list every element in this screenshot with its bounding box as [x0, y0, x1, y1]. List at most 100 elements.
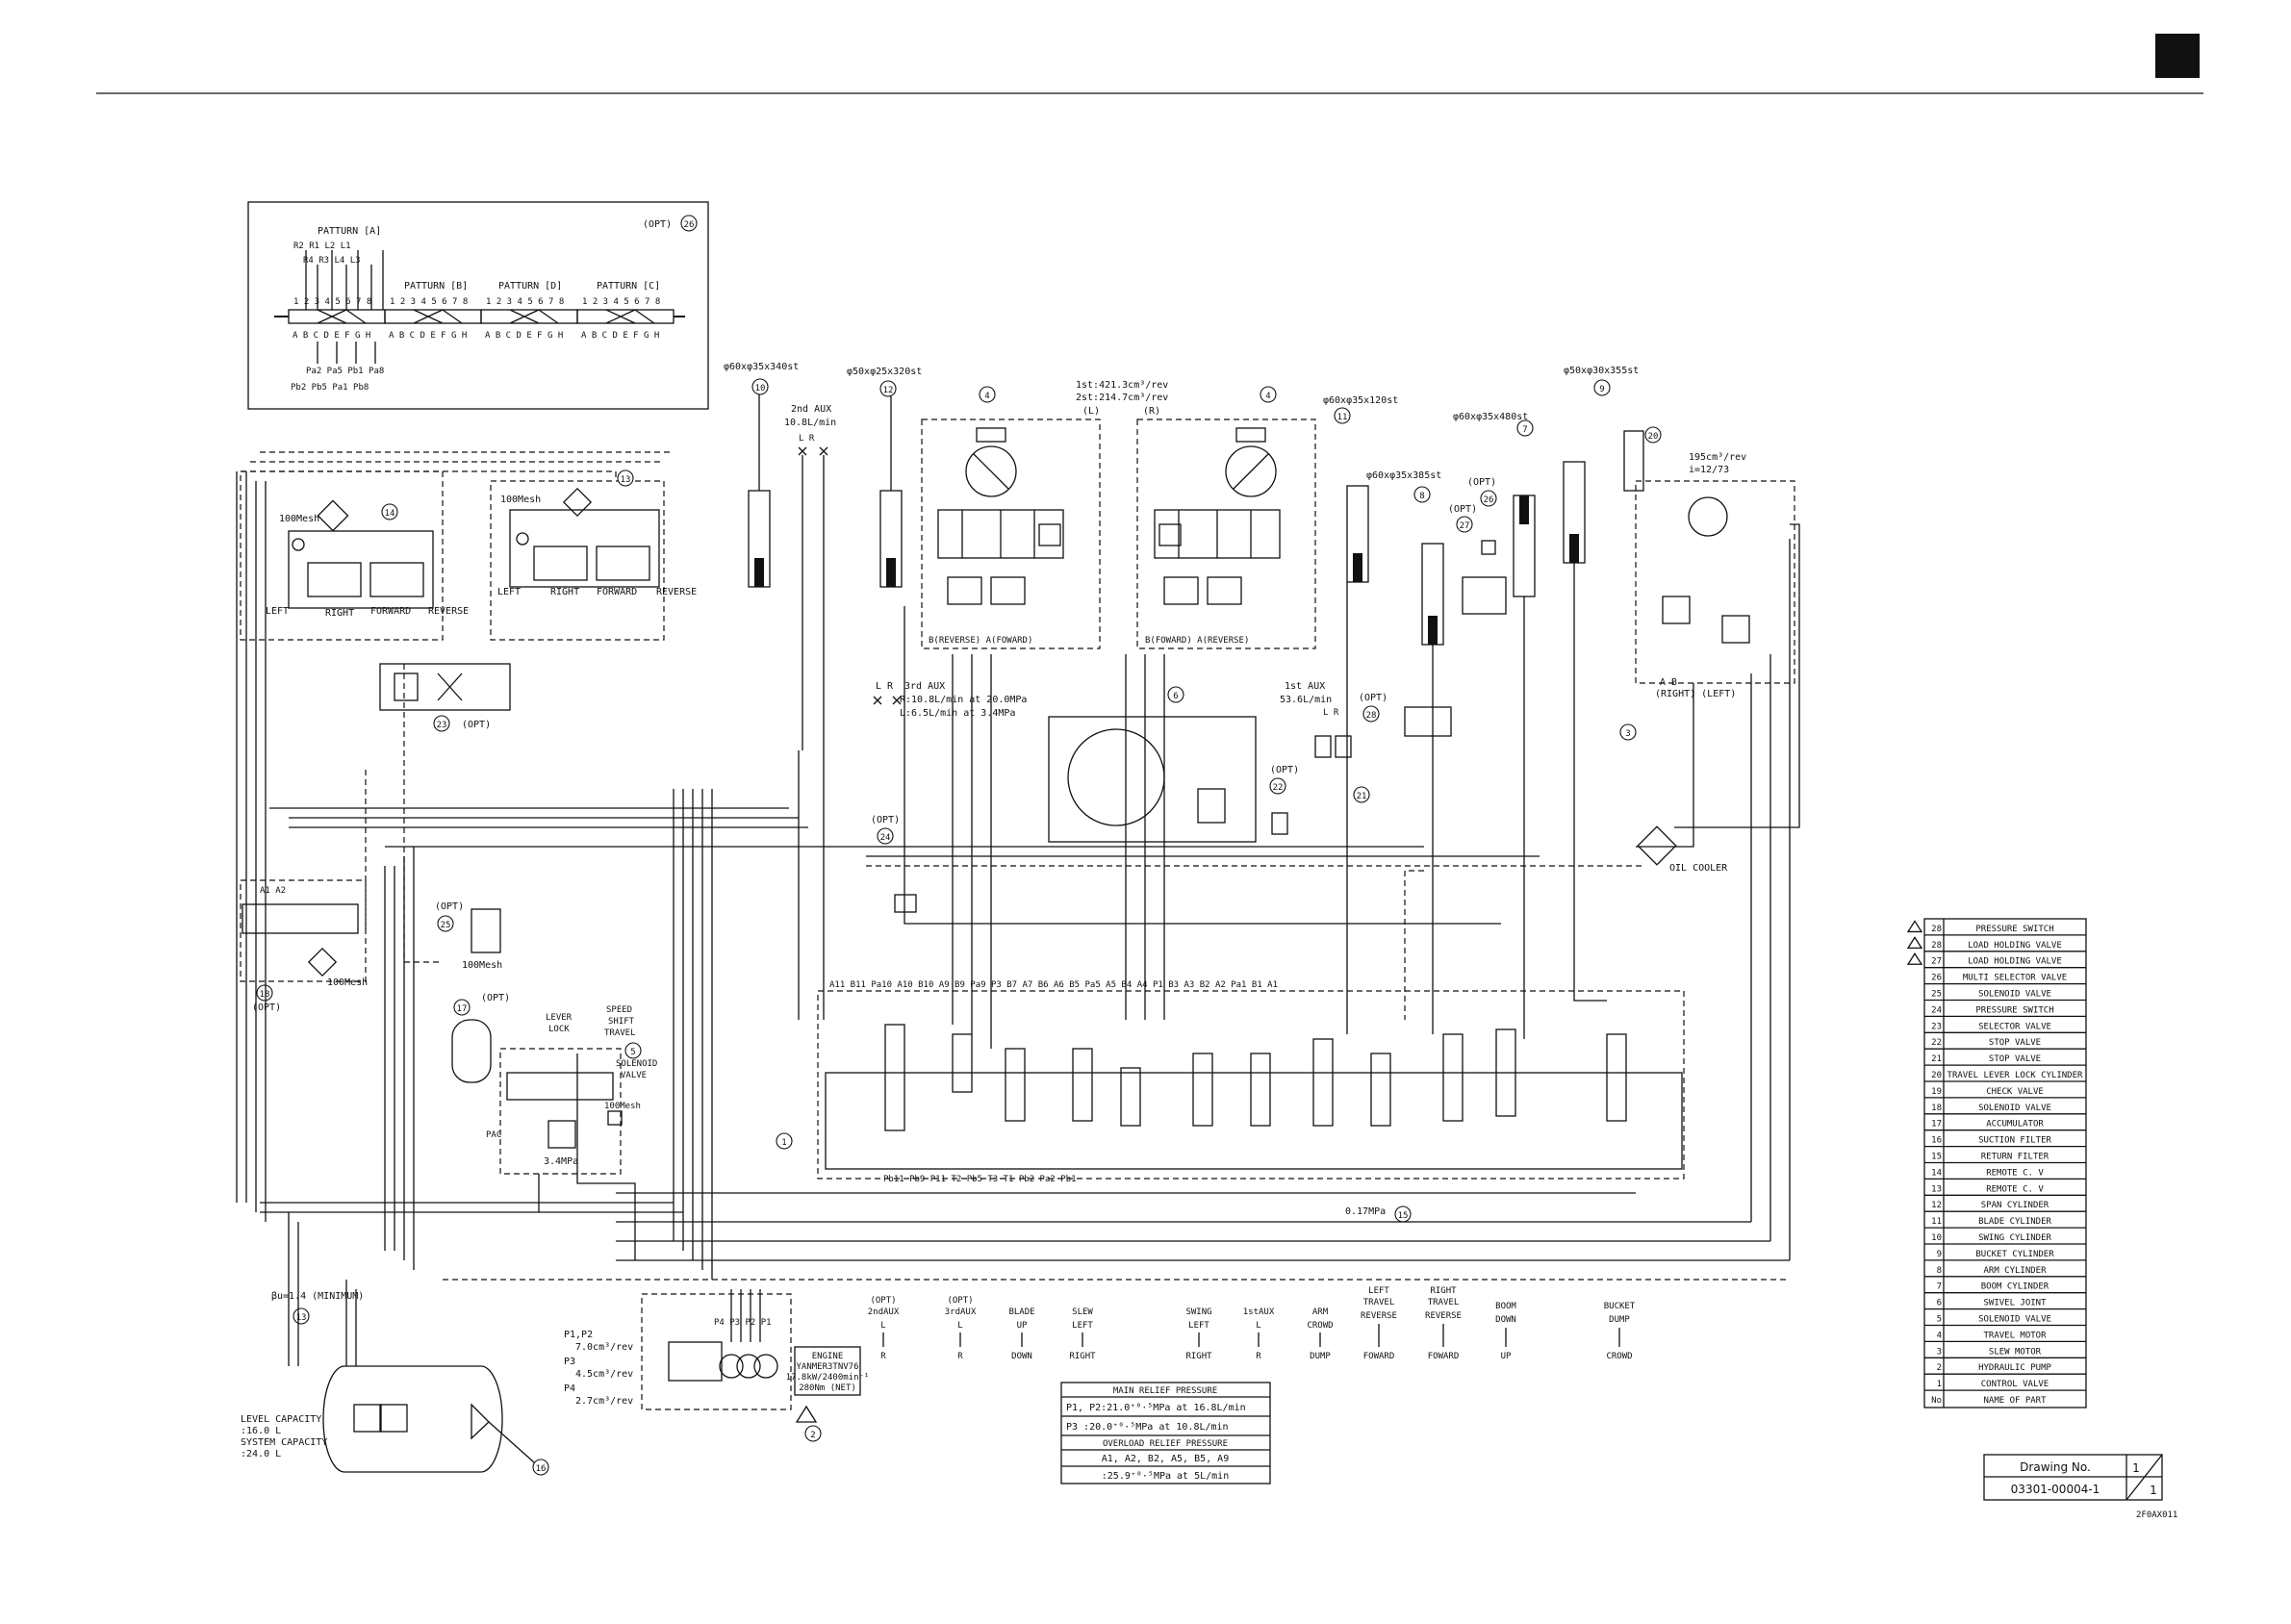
parts-row-name: HYDRAULIC PUMP	[1978, 1363, 2051, 1373]
pattern-c-letters: A B C D E F G H	[581, 331, 659, 341]
revision-flag-icon	[1906, 920, 1923, 933]
op-slew: SLEW LEFT RIGHT	[1069, 1307, 1096, 1361]
aux3-port-group: L R 3rd AUX R:10.8L/min at 20.0MPa L:6.5…	[873, 681, 1027, 719]
pattern-a-letters: A B C D E F G H	[293, 331, 370, 341]
parts-row-name: RETURN FILTER	[1981, 1153, 2049, 1162]
op-boom: BOOM DOWN UP	[1495, 1302, 1516, 1361]
accumulator-opt: (OPT)	[481, 993, 510, 1003]
parts-row-no: 2	[1937, 1363, 1942, 1373]
accumulator-port: PAC	[486, 1130, 501, 1140]
parts-row-name: BUCKET CYLINDER	[1975, 1250, 2054, 1259]
parts-row-no: 7	[1937, 1282, 1942, 1292]
parts-row-no: 20	[1931, 1071, 1942, 1080]
overload-row4: :25.9⁺⁰·⁵MPa at 5L/min	[1102, 1471, 1229, 1482]
pressure-switch-mesh: 100Mesh	[462, 960, 502, 971]
op-arm-name: ARM	[1312, 1307, 1329, 1317]
parts-row-no: 11	[1931, 1217, 1942, 1227]
parts-row-no: 18	[1931, 1104, 1942, 1113]
bucket-cylinder-no: 9	[1599, 385, 1604, 394]
op-1staux: 1stAUX L R	[1243, 1307, 1275, 1361]
parts-row-name: PRESSURE SWITCH	[1975, 925, 2053, 934]
pump-ports: P4 P3 P2 P1	[714, 1318, 772, 1328]
relief-title: MAIN RELIEF PRESSURE	[1113, 1386, 1217, 1396]
travel-motor-right-no: 4	[1265, 392, 1270, 401]
aux2-port-group: 2nd AUX 10.8L/min L R	[784, 404, 836, 750]
pattern-d-numbers: 1 2 3 4 5 6 7 8	[486, 297, 564, 307]
parts-row-name: LOAD HOLDING VALVE	[1968, 957, 2062, 967]
lever-lock-label1: LEVER	[546, 1013, 573, 1023]
drawing-no-label: Drawing No.	[2020, 1460, 2091, 1474]
aux2-flow: 10.8L/min	[784, 418, 836, 428]
selector-valve: (OPT) 24	[871, 815, 917, 913]
strainer-no: 16	[536, 1464, 547, 1474]
op-1staux-name: 1stAUX	[1243, 1307, 1275, 1317]
lever-lock-pressure: 3.4MPa	[544, 1156, 578, 1167]
relief-row1: P1, P2:21.0⁺⁰·⁵MPa at 16.8L/min	[1066, 1403, 1246, 1413]
swivel-joint: 6	[1048, 686, 1257, 843]
travel-motor-left-ports: B(REVERSE) A(FOWARD)	[929, 636, 1032, 646]
solenoid-valve-18: A1 A2 100Mesh 18 (OPT)	[240, 879, 368, 1013]
stop-valve-no: 21	[1357, 792, 1367, 801]
solenoid-18-opt: (OPT)	[252, 1002, 281, 1013]
remote-cv-left: 100Mesh 14 LEFT RIGHT FORWARD REVERSE	[240, 470, 469, 641]
parts-row-no: 23	[1931, 1022, 1942, 1031]
lever-lock-sol1: SOLENOID	[616, 1059, 657, 1069]
engine-power: 17.8kW/2400min⁻¹	[786, 1373, 870, 1383]
remote-left-mesh: 100Mesh	[279, 514, 319, 524]
multi-selector-opt: (OPT)	[1359, 693, 1387, 703]
speed-label-1: SPEED	[606, 1005, 632, 1015]
parts-row-name: STOP VALVE	[1989, 1038, 2041, 1048]
remote-left-label-right: RIGHT	[325, 608, 354, 619]
remote-right-label-right: RIGHT	[550, 587, 579, 597]
engine-model: YANMER3TNV76	[796, 1362, 858, 1372]
swivel-joint-no: 6	[1173, 692, 1178, 701]
sheet-number: 1	[2132, 1461, 2140, 1475]
op-right-travel-top: RIGHT	[1430, 1286, 1457, 1296]
parts-row-name: STOP VALVE	[1989, 1054, 2041, 1064]
op-bucket: BUCKET DUMP CROWD	[1604, 1302, 1636, 1361]
op-boom-down: UP	[1501, 1352, 1512, 1361]
parts-row-no: 25	[1931, 990, 1942, 1000]
pump-no: 2	[810, 1431, 815, 1440]
pattern-b-letters: A B C D E F G H	[389, 331, 467, 341]
filter-beta: βu=1.4 (MINIMUM)	[271, 1291, 364, 1302]
parts-row-no: 19	[1931, 1087, 1942, 1097]
parts-row-name: REMOTE C. V	[1986, 1168, 2044, 1178]
parts-row-name: SWING CYLINDER	[1978, 1233, 2051, 1243]
op-arm: ARM CROWD DUMP	[1307, 1307, 1333, 1361]
travel-lever-lock-opt: (OPT)	[462, 720, 491, 730]
op-2ndaux-up: L	[880, 1321, 885, 1331]
parts-row-name: LOAD HOLDING VALVE	[1968, 941, 2062, 951]
blade-cylinder: φ60xφ35x120st 11	[1323, 395, 1398, 583]
op-2ndaux-name: 2ndAUX	[868, 1307, 900, 1317]
pump-p3-value: 4.5cm³/rev	[575, 1369, 633, 1380]
op-left-travel-top: LEFT	[1368, 1286, 1389, 1296]
op-right-travel-up: REVERSE	[1425, 1311, 1462, 1321]
parts-row-name: SELECTOR VALVE	[1978, 1022, 2051, 1031]
load-holding-opt2: (OPT)	[1448, 504, 1477, 515]
parts-row-name: TRAVEL MOTOR	[1983, 1331, 2047, 1340]
speed-label-3: TRAVEL	[604, 1028, 636, 1038]
load-holding-valves: (OPT) 26 (OPT) 27	[1448, 477, 1507, 615]
op-right-travel-down: FOWARD	[1428, 1352, 1460, 1361]
op-swing: SWING LEFT RIGHT	[1185, 1307, 1212, 1361]
remote-right-label-left: LEFT	[497, 587, 521, 597]
parts-row-name: SOLENOID VALVE	[1978, 1104, 2051, 1113]
remote-left-no: 14	[385, 509, 395, 519]
slew-motor-cylinder-no: 20	[1648, 432, 1659, 442]
lever-lock-sol2: VALVE	[621, 1071, 647, 1080]
parts-row-name: BOOM CYLINDER	[1981, 1282, 2049, 1292]
pump-p3: P3	[564, 1357, 575, 1367]
aux1-title: 1st AUX	[1285, 681, 1325, 692]
span-cylinder-no: 12	[883, 386, 894, 395]
slew-motor-ratio: i=12/73	[1689, 465, 1729, 475]
load-holding-no: 27	[1460, 521, 1470, 531]
travel-motors: 1st:421.3cm³/rev 2st:214.7cm³/rev (L) (R…	[921, 380, 1316, 649]
op-left-travel-up: REVERSE	[1361, 1311, 1397, 1321]
pattern-selector-box: (OPT) 26 PATTURN [A] R2 R1 L2 L1 R4 R3 L…	[247, 201, 709, 410]
blade-cylinder-spec: φ60xφ35x120st	[1323, 395, 1398, 406]
arm-cylinder: φ60xφ35x385st 8	[1366, 470, 1444, 646]
hydraulic-lines	[236, 451, 1800, 1366]
span-cylinder-spec: φ50xφ25x320st	[847, 367, 922, 377]
